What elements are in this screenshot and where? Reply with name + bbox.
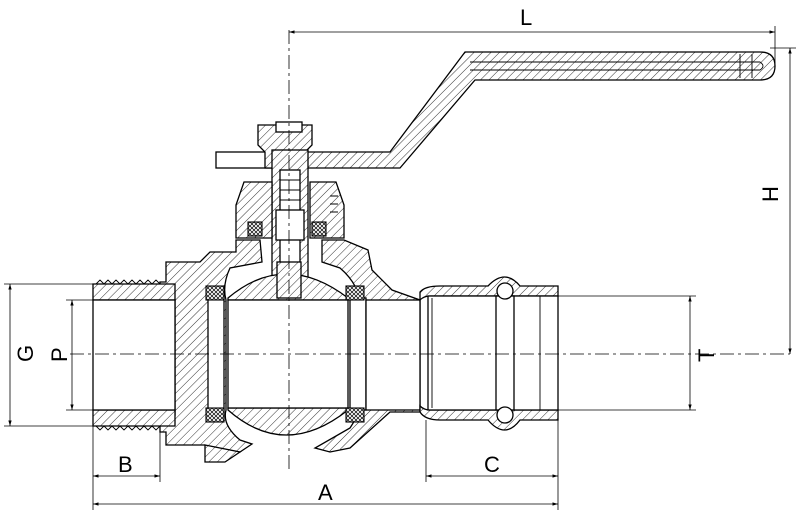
dim-label-L: L <box>520 5 532 30</box>
dim-label-A: A <box>318 480 333 505</box>
dim-label-T: T <box>694 349 719 362</box>
press-end-right <box>419 276 559 431</box>
valve-stem <box>271 149 309 281</box>
dim-label-G: G <box>13 345 38 362</box>
ball-seats <box>205 285 367 423</box>
dimension-lines <box>4 26 796 510</box>
center-lines <box>70 30 790 470</box>
dim-label-C: C <box>484 452 500 477</box>
ball <box>227 261 349 436</box>
lever-handle <box>289 51 776 169</box>
dim-label-P: P <box>47 347 72 362</box>
dim-label-B: B <box>118 452 133 477</box>
dim-label-H: H <box>758 186 783 202</box>
packing-gland <box>235 181 345 239</box>
threaded-end-left <box>92 279 176 431</box>
bore <box>365 299 421 411</box>
